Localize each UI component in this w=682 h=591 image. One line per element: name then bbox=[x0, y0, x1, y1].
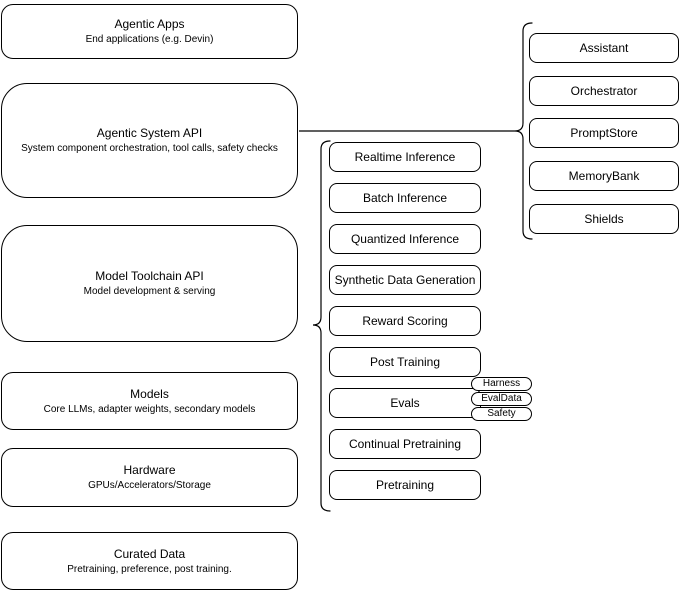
node-label: Orchestrator bbox=[570, 84, 638, 98]
node-label: Post Training bbox=[369, 355, 441, 369]
node-subtitle: GPUs/Accelerators/Storage bbox=[88, 480, 211, 491]
node-subtitle: End applications (e.g. Devin) bbox=[85, 34, 214, 45]
node-title: Hardware bbox=[123, 463, 176, 477]
node-label: Pretraining bbox=[375, 478, 435, 492]
node-subtitle: System component orchestration, tool cal… bbox=[21, 143, 278, 154]
node-evals: Evals bbox=[329, 388, 481, 418]
node-label: Reward Scoring bbox=[362, 314, 448, 328]
node-label: Quantized Inference bbox=[350, 232, 460, 246]
node-continual-pretraining: Continual Pretraining bbox=[329, 429, 481, 459]
node-agentic-system-api: Agentic System API System component orch… bbox=[1, 83, 298, 198]
node-title: Model Toolchain API bbox=[95, 269, 204, 283]
node-memorybank: MemoryBank bbox=[529, 161, 679, 191]
node-subtitle: Model development & serving bbox=[83, 286, 216, 297]
node-post-training: Post Training bbox=[329, 347, 481, 377]
node-synthetic-data-generation: Synthetic Data Generation bbox=[329, 265, 481, 295]
node-reward-scoring: Reward Scoring bbox=[329, 306, 481, 336]
node-batch-inference: Batch Inference bbox=[329, 183, 481, 213]
node-pretraining: Pretraining bbox=[329, 470, 481, 500]
node-label: Realtime Inference bbox=[354, 150, 456, 164]
node-orchestrator: Orchestrator bbox=[529, 76, 679, 106]
node-model-toolchain-api: Model Toolchain API Model development & … bbox=[1, 225, 298, 342]
node-realtime-inference: Realtime Inference bbox=[329, 142, 481, 172]
node-models: Models Core LLMs, adapter weights, secon… bbox=[1, 372, 298, 430]
node-quantized-inference: Quantized Inference bbox=[329, 224, 481, 254]
tag-safety: Safety bbox=[471, 407, 532, 421]
node-label: PromptStore bbox=[570, 126, 638, 140]
system-brace bbox=[514, 22, 533, 240]
node-subtitle: Pretraining, preference, post training. bbox=[67, 563, 232, 575]
node-label: MemoryBank bbox=[568, 169, 640, 183]
node-shields: Shields bbox=[529, 204, 679, 234]
tag-label: Safety bbox=[487, 408, 516, 419]
tag-label: EvalData bbox=[481, 393, 522, 404]
node-label: Synthetic Data Generation bbox=[334, 273, 476, 287]
tag-harness: Harness bbox=[471, 377, 532, 391]
tag-evaldata: EvalData bbox=[471, 392, 532, 406]
tag-label: Harness bbox=[482, 378, 521, 389]
node-title: Models bbox=[130, 386, 169, 401]
node-promptstore: PromptStore bbox=[529, 118, 679, 148]
node-title: Curated Data bbox=[113, 546, 186, 561]
node-title: Agentic Apps bbox=[114, 17, 185, 31]
node-subtitle: Core LLMs, adapter weights, secondary mo… bbox=[43, 403, 256, 415]
node-label: Assistant bbox=[579, 41, 629, 55]
node-label: Shields bbox=[584, 212, 624, 226]
node-assistant: Assistant bbox=[529, 33, 679, 63]
node-title: Agentic System API bbox=[96, 126, 203, 140]
node-curated-data: Curated Data Pretraining, preference, po… bbox=[1, 532, 298, 590]
node-hardware: Hardware GPUs/Accelerators/Storage bbox=[1, 448, 298, 507]
node-label: Continual Pretraining bbox=[348, 437, 462, 451]
node-label: Batch Inference bbox=[362, 191, 448, 205]
node-agentic-apps: Agentic Apps End applications (e.g. Devi… bbox=[1, 4, 298, 59]
node-label: Evals bbox=[390, 396, 420, 410]
toolchain-brace bbox=[312, 140, 331, 512]
